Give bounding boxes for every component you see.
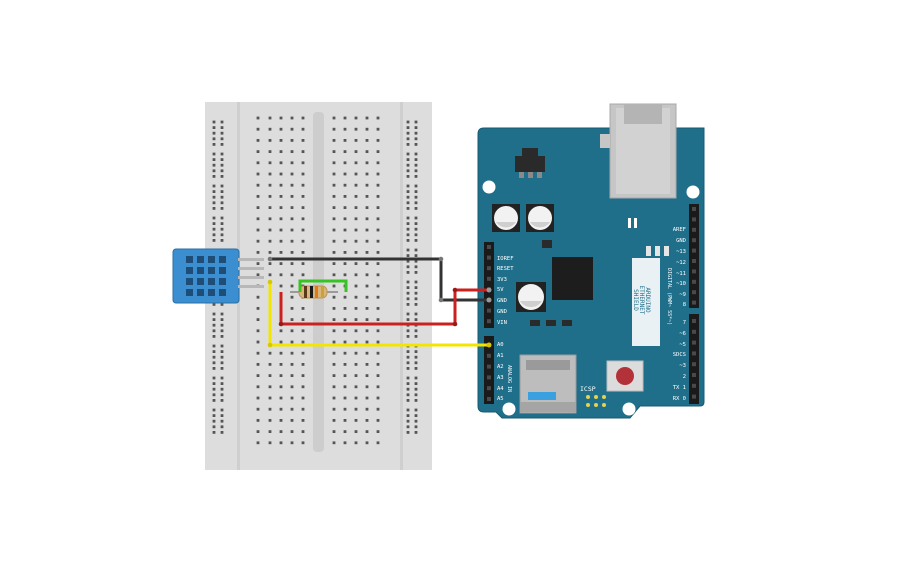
pin-label-d13: ~13 [676,249,686,255]
wire-end [267,256,273,262]
power-header-labels: IOREF RESET 3V3 5V GND GND VIN [497,256,514,326]
pin-label-a5: A5 [497,396,504,402]
wire-end [267,279,273,285]
resistor-icon [290,285,338,299]
wire-bend [452,287,458,293]
pin-label-5v: 5V [497,287,504,293]
capacitor-icon [526,204,554,232]
digital-header-labels: AREF GND ~13 ~12 ~11 ~10 ~9 8 7 ~6 ~5 SD… [673,227,686,402]
pin-label-ioref: IOREF [497,256,514,262]
pin-label-tx1: TX 1 [673,385,686,391]
pin-label-a4: A4 [497,386,504,392]
analog-header-labels: A0 A1 A2 A3 A4 A5 ANALOG IN [497,342,512,402]
smd-led [628,218,631,228]
shield-label-block: ARDUINO ETHERNET SHIELD [632,258,660,346]
wire-bend [438,297,444,303]
mounting-hole [622,402,636,416]
pin-label-d10: ~10 [676,281,686,287]
capacitor-icon [492,204,520,232]
brand-label: ARDUINO [644,287,651,313]
smd-component [562,320,572,326]
shield-name-line-2: SHIELD [632,289,639,311]
wire-end [486,342,492,348]
pin-label-d11: ~11 [676,271,686,277]
ethernet-controller-chip [552,257,593,300]
reset-button-icon[interactable] [606,360,644,392]
wires [267,256,492,348]
wire-bend [267,342,273,348]
analog-header [484,336,494,404]
icsp-header [586,395,606,407]
pin-label-d3: ~3 [679,363,686,369]
wire-bend [438,256,444,262]
digital-header-bottom [689,314,699,404]
wire-bend [452,321,458,327]
pin-label-3v3: 3V3 [497,277,507,283]
smd-component [530,320,540,326]
pin-label-sdcs: SDCS [673,352,686,358]
status-led [646,246,651,256]
pin-label-d5: ~5 [679,342,686,348]
capacitor-icon [516,282,546,312]
status-led [655,246,660,256]
pin-label-gnd: GND [676,238,686,244]
wire-bend [278,321,284,327]
pin-label-d8: 8 [683,302,686,308]
pin-label-d9: ~9 [679,292,686,298]
status-led [664,246,669,256]
pin-label-d2: 2 [683,374,686,380]
rj45-jack-icon [600,103,677,199]
pin-label-gnd: GND [497,309,507,315]
pin-label-a0: A0 [497,342,504,348]
wire-black-gnd [270,257,489,302]
pin-label-d7: 7 [683,320,686,326]
pin-label-a3: A3 [497,375,504,381]
breadboard-rail-divider-right [400,102,403,470]
pin-label-d12: ~12 [676,260,686,266]
dht-temperature-humidity-sensor-icon [172,248,264,304]
pin-label-a1: A1 [497,353,504,359]
pin-label-gnd: GND [497,298,507,304]
mounting-hole [482,180,496,194]
pin-label-aref: AREF [673,227,686,233]
mounting-hole [686,185,700,199]
digital-header-top [689,204,699,308]
sd-card-slot-icon [519,354,577,414]
analog-in-label: ANALOG IN [506,365,512,392]
digital-header-label: DIGITAL (PWM~ SS*~) [666,268,672,325]
smd-component [542,240,552,248]
wire-end [486,287,492,293]
mounting-hole [502,402,516,416]
wire-green [298,279,348,292]
smd-led [634,218,637,228]
shield-name-line-1: ETHERNET [638,286,645,315]
voltage-regulator-icon [515,148,545,178]
ethernet-shield-board: ARDUINO ETHERNET SHIELD DIGITAL (PWM~ SS… [477,103,705,419]
pin-label-a2: A2 [497,364,504,370]
pin-label-rx0: RX 0 [673,396,686,402]
pin-label-reset: RESET [497,266,514,272]
pin-label-vin: VIN [497,320,507,326]
pin-label-d6: ~6 [679,331,686,337]
icsp-label: ICSP [580,385,596,393]
wire-end [486,297,492,303]
smd-component [546,320,556,326]
power-header [484,242,494,328]
